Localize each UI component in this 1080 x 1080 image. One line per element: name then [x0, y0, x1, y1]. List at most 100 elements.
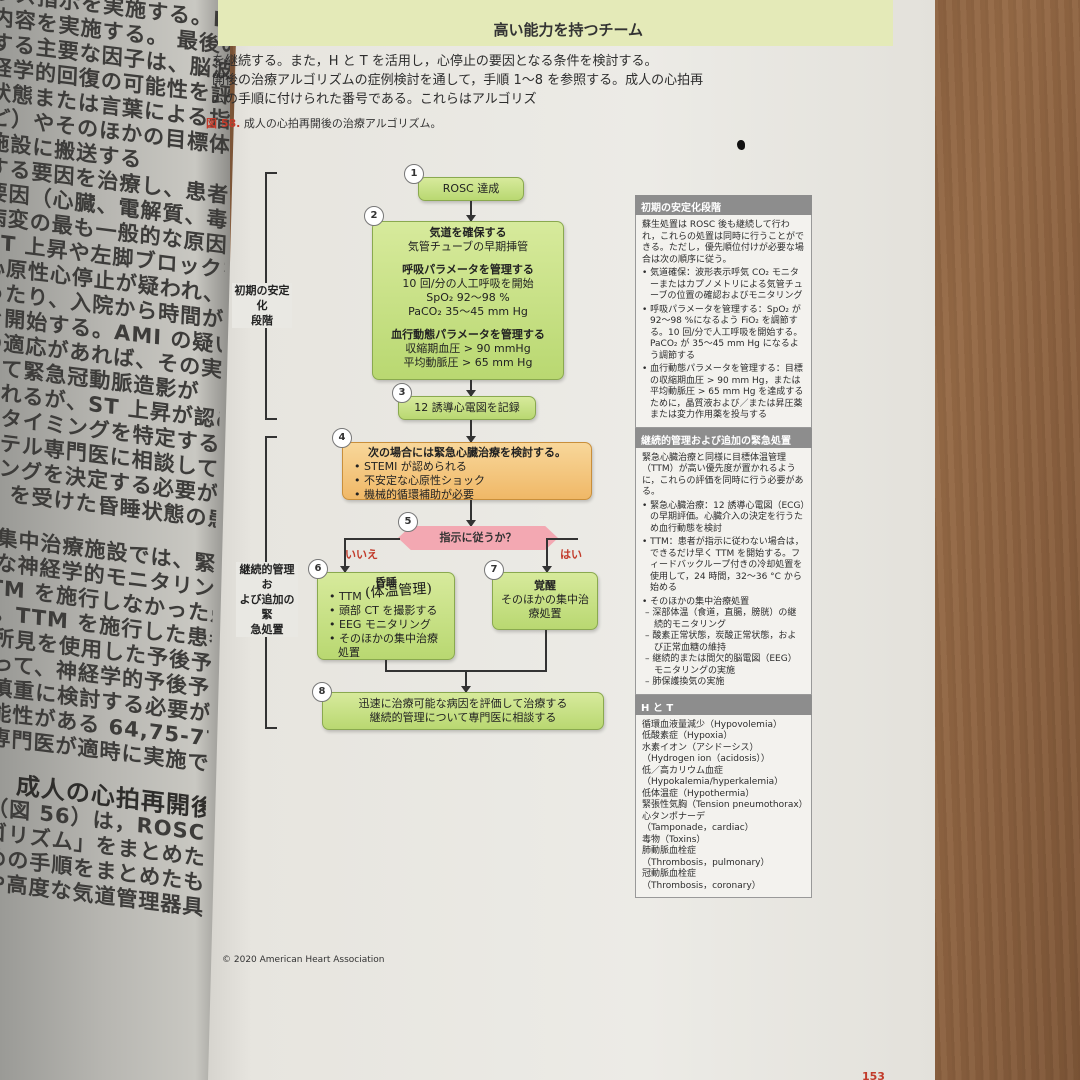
- page-header-title: 高い能力を持つチーム: [493, 21, 643, 39]
- continued-phase-label: 継続的管理お よび追加の緊 急処置: [236, 562, 298, 637]
- sidebar-initial-list: 気道確保：波形表示呼気 CO₂ モニターまたはカプノメトリによる気管チューブの位…: [642, 268, 805, 422]
- step6-item: そのほかの集中治療: [338, 632, 454, 646]
- step6-list: TTM 頭部 CT を撮影する EEG モニタリング そのほかの集中治療: [318, 590, 454, 646]
- phase-label-line: 段階: [251, 314, 273, 327]
- step4-item: STEMI が認められる: [363, 460, 591, 474]
- ht-item: 肺動脈血栓症: [642, 846, 697, 856]
- sidebar-initial-intro: 蘇生処置は ROSC 後も継続して行われ，これらの処置は同時に行うことができる。…: [642, 220, 805, 265]
- branch-left: [344, 538, 400, 540]
- initial-phase-label: 初期の安定化 段階: [232, 283, 292, 328]
- step6-title: 昏睡: [375, 576, 397, 589]
- step8-number: 8: [312, 682, 332, 702]
- ht-item: （Thrombosis，coronary）: [642, 880, 761, 891]
- step2-airway-heading: 気道を確保する: [429, 226, 507, 239]
- step5-number: 5: [398, 512, 418, 532]
- intro-line: を継続する。また，H と T を活用し，心停止の要因となる条件を検討する。: [212, 54, 658, 69]
- figure-caption: 図 58. 成人の心拍再開後の治療アルゴリズム。: [206, 115, 442, 131]
- copyright-notice: © 2020 American Heart Association: [222, 955, 385, 965]
- sidebar-panel: 初期の安定化段階 蘇生処置は ROSC 後も継続して行われ，これらの処置は同時に…: [635, 195, 812, 898]
- branch-right: [556, 538, 578, 540]
- step5-text: 指示に従うか？: [439, 531, 517, 544]
- yes-label: はい: [560, 548, 582, 561]
- intro-paragraph: を継続する。また，H と T を活用し，心停止の要因となる条件を検討する。 開後…: [212, 52, 732, 109]
- left-page-text: ラス指示を実施する。ECG モニ 内容を実施する。 最後の SpO2 の する主…: [0, 0, 230, 921]
- phase-label-line: 継続的管理お: [239, 563, 295, 591]
- step1-rosc-box: ROSC 達成: [418, 177, 524, 201]
- intro-line: ムの手順に付けられた番号である。これらはアルゴリズ: [212, 92, 537, 107]
- arrow-5-7: [542, 538, 552, 573]
- step7-line: 療処置: [528, 607, 562, 620]
- sidebar-continued-item: 緊急心臓治療：12 誘導心電図（ECG）の早期評価。心臓介入の決定を行うため血行…: [650, 501, 805, 536]
- sidebar-continued-list: 緊急心臓治療：12 誘導心電図（ECG）の早期評価。心臓介入の決定を行うため血行…: [642, 501, 805, 609]
- step2-resp-detail: 10 回/分の人工呼吸を開始: [402, 277, 534, 290]
- ht-item: （Hydrogen ion（acidosis））: [642, 754, 770, 764]
- arrow-5-6: [340, 538, 350, 573]
- ink-spot: [737, 140, 745, 150]
- step4-number: 4: [332, 428, 352, 448]
- step4-list: STEMI が認められる 不安定な心原性ショック 機械的循環補助が必要: [343, 460, 591, 502]
- sidebar-continued-heading: 継続的管理および追加の緊急処置: [635, 427, 812, 448]
- no-label: いいえ: [345, 548, 378, 561]
- ht-item: 低体温症（Hypothermia）: [642, 788, 755, 799]
- page-number: 153: [862, 1070, 885, 1080]
- ht-item: 緊張性気胸（Tension pneumothorax）: [642, 800, 808, 810]
- sidebar-initial-item: 呼吸パラメータを管理する：SpO₂ が 92～98 %になるよう FiO₂ を調…: [650, 305, 805, 363]
- step4-item: 不安定な心原性ショック: [363, 474, 591, 488]
- step4-intro: 次の場合には緊急心臓治療を検討する。: [368, 446, 566, 459]
- step3-text: 12 誘導心電図を記録: [414, 401, 520, 414]
- phase-label-line: 急処置: [250, 623, 284, 636]
- ht-item: 心タンポナーデ: [642, 811, 706, 822]
- ht-item: 毒物（Toxins）: [642, 834, 706, 845]
- ht-item: （Thrombosis，pulmonary）: [642, 857, 770, 868]
- step7-line: そのほかの集中治: [501, 593, 589, 606]
- step2-resp-detail: SpO₂ 92～98 %: [426, 291, 510, 304]
- step2-respiratory-heading: 呼吸パラメータを管理する: [402, 263, 534, 276]
- sidebar-dash-item: 継続的または間欠的脳電図（EEG）モニタリングの実施: [642, 654, 805, 677]
- connector-6-down: [385, 660, 387, 670]
- step2-hemo-detail: 平均動脈圧 > 65 mm Hg: [403, 356, 533, 369]
- step2-hemodynamic-heading: 血行動態パラメータを管理する: [391, 328, 545, 341]
- figure-number: 図 58.: [206, 117, 241, 130]
- intro-line: 開後の治療アルゴリズムの症例検討を通して，手順 1～8 を参照する。成人の心拍再: [212, 73, 704, 88]
- step5-decision: 指示に従うか？: [398, 526, 558, 550]
- ht-item: 水素イオン（アシドーシス）: [642, 742, 759, 753]
- step3-number: 3: [392, 383, 412, 403]
- sidebar-hts-heading: H と T: [635, 694, 812, 715]
- step2-hemo-detail: 収縮期血圧 > 90 mmHg: [405, 342, 531, 355]
- branch-right-join: [546, 538, 558, 540]
- step7-awake-box: 覚醒 そのほかの集中治 療処置: [492, 572, 598, 630]
- ht-item: （Tamponade，cardiac）: [642, 823, 754, 833]
- sidebar-continued-body: 緊急心臓治療と同様に目標体温管理（TTM）が高い優先度が置かれるように，これらの…: [635, 447, 812, 695]
- step8-line: 迅速に治療可能な病因を評価して治療する: [358, 697, 568, 710]
- sidebar-initial-item: 血行動態パラメータを管理する：目標の収縮期血圧 > 90 mm Hg，または平均…: [650, 364, 805, 422]
- sidebar-initial-item: 気道確保：波形表示呼気 CO₂ モニターまたはカプノメトリによる気管チューブの位…: [650, 268, 805, 303]
- step7-title: 覚醒: [534, 579, 556, 592]
- step2-resp-detail: PaCO₂ 35～45 mm Hg: [408, 305, 528, 318]
- ht-item: 冠動脈血栓症: [642, 869, 697, 879]
- step6-tail: 処置: [338, 646, 360, 659]
- step2-number: 2: [364, 206, 384, 226]
- sidebar-dash-item: 深部体温（食道，直腸，膀胱）の継続的モニタリング: [642, 608, 805, 631]
- figure-caption-text: 成人の心拍再開後の治療アルゴリズム。: [243, 117, 442, 130]
- step2-stabilize-box: 気道を確保する 気管チューブの早期挿管 呼吸パラメータを管理する 10 回/分の…: [372, 221, 564, 380]
- sidebar-initial-heading: 初期の安定化段階: [635, 195, 812, 215]
- arrow-2-3: [466, 380, 476, 397]
- sidebar-continued-intro: 緊急心臓治療と同様に目標体温管理（TTM）が高い優先度が置かれるように，これらの…: [642, 452, 804, 498]
- step2-airway-detail: 気管チューブの早期挿管: [407, 240, 529, 253]
- step1-number: 1: [404, 164, 424, 184]
- sidebar-continued-item: TTM：患者が指示に従わない場合は，できるだけ早く TTM を開始する。フィード…: [650, 537, 805, 595]
- sidebar-dash-item: 肺保護換気の実施: [642, 677, 805, 689]
- step6-item: TTM: [338, 590, 454, 604]
- page-header-band: 高い能力を持つチーム: [218, 0, 893, 46]
- step4-cardiac-box: 次の場合には緊急心臓治療を検討する。 STEMI が認められる 不安定な心原性シ…: [342, 442, 592, 502]
- ht-item: 循環血液量減少（Hypovolemia）: [642, 719, 782, 730]
- step6-coma-box: 昏睡 TTM 頭部 CT を撮影する EEG モニタリング そのほかの集中治療 …: [317, 572, 455, 660]
- arrow-4-5: [466, 500, 476, 527]
- right-page: [208, 0, 935, 1080]
- phase-label-line: よび追加の緊: [239, 593, 295, 621]
- sidebar-hts-body: 循環血液量減少（Hypovolemia） 低酸素症（Hypoxia） 水素イオン…: [635, 714, 812, 898]
- left-page: ラス指示を実施する。ECG モニ 内容を実施する。 最後の SpO2 の する主…: [0, 0, 230, 1080]
- connector-7-down: [545, 630, 547, 670]
- step8-line: 継続的管理について専門医に相談する: [369, 711, 557, 724]
- step8-evaluate-box: 迅速に治療可能な病因を評価して治療する 継続的管理について専門医に相談する: [322, 692, 604, 730]
